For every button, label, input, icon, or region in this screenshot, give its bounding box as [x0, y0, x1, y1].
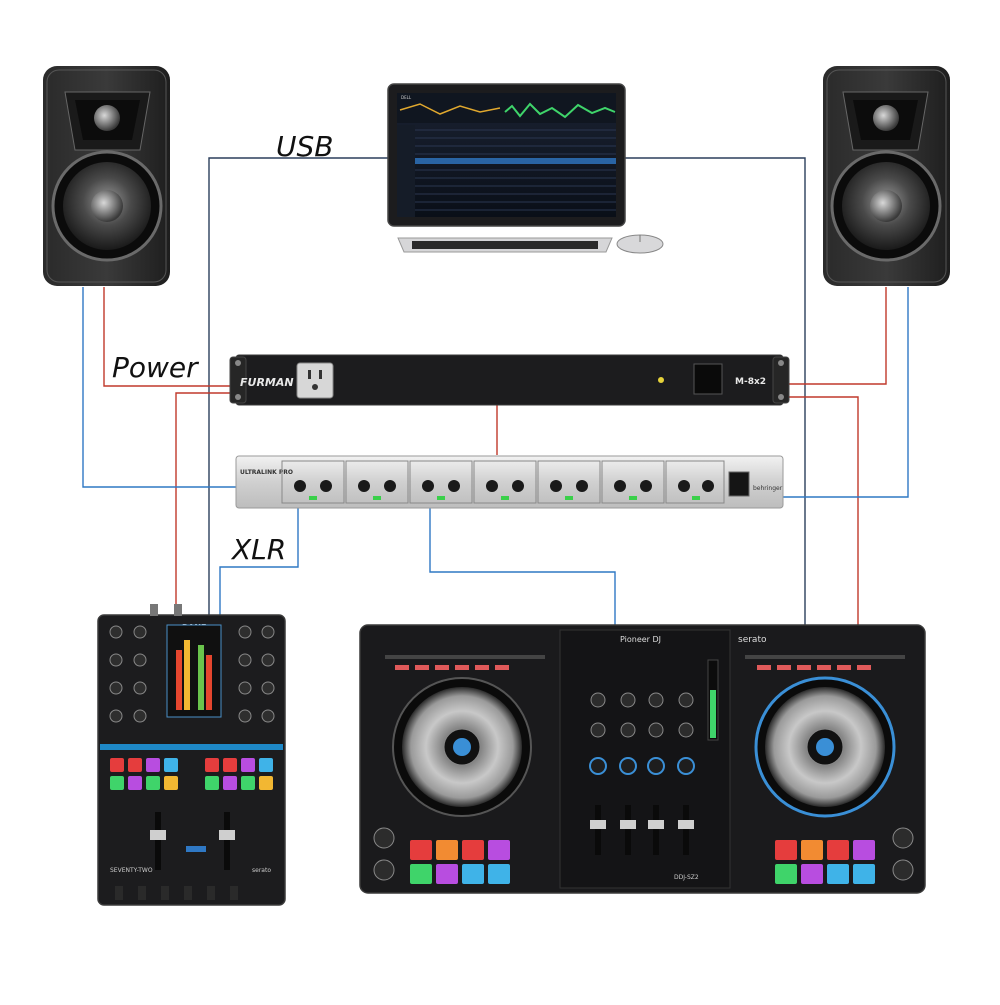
usb-label: USB	[276, 130, 334, 163]
left-jog-wheel	[392, 677, 532, 817]
right-studio-monitor	[823, 66, 950, 286]
audio-cables	[82, 287, 909, 625]
crossover-channels	[281, 460, 725, 504]
usb-cable-laptop-to-controller	[625, 157, 806, 625]
dj-controller: Pioneer DJ serato DDJ-SZ2	[359, 624, 926, 894]
pioneer-logo-text: Pioneer DJ	[620, 635, 661, 644]
furman-model-text: M-8x2	[735, 377, 766, 387]
ultralink-logo-text: ULTRALINK PRO	[240, 469, 293, 476]
power-cable-controller	[783, 396, 859, 625]
crossover-unit: ULTRALINK PRO behringer	[235, 455, 784, 509]
power-cable-mixer	[175, 392, 236, 615]
right-jog-wheel	[754, 676, 896, 818]
controller-serato-text: serato	[738, 635, 767, 645]
xlr-label: XLR	[232, 533, 287, 566]
rane-model-text: SEVENTY-TWO	[110, 867, 153, 874]
audio-cable-right-speaker	[783, 287, 909, 498]
power-cables	[103, 287, 887, 625]
behringer-logo-text: behringer	[753, 485, 783, 492]
furman-logo-text: FURMAN	[240, 376, 294, 389]
power-label: Power	[112, 351, 198, 384]
audio-cable-left-speaker	[82, 287, 236, 488]
rane-serato-text: serato	[252, 867, 271, 874]
usb-cable-laptop-to-mixer	[208, 157, 388, 615]
laptop-brand-text: DELL	[401, 95, 412, 100]
left-studio-monitor	[43, 66, 170, 286]
power-cable-left-speaker	[103, 287, 236, 387]
controller-model-text: DDJ-SZ2	[674, 874, 699, 881]
power-cable-right-speaker	[783, 287, 887, 385]
xlr-cable-mixer	[219, 505, 299, 615]
power-conditioner: FURMAN M-8x2	[229, 354, 790, 406]
computer: DELL	[387, 83, 664, 254]
usb-cables	[208, 157, 806, 625]
dj-mixer: RANE	[97, 604, 286, 906]
audio-cable-controller	[429, 505, 616, 625]
